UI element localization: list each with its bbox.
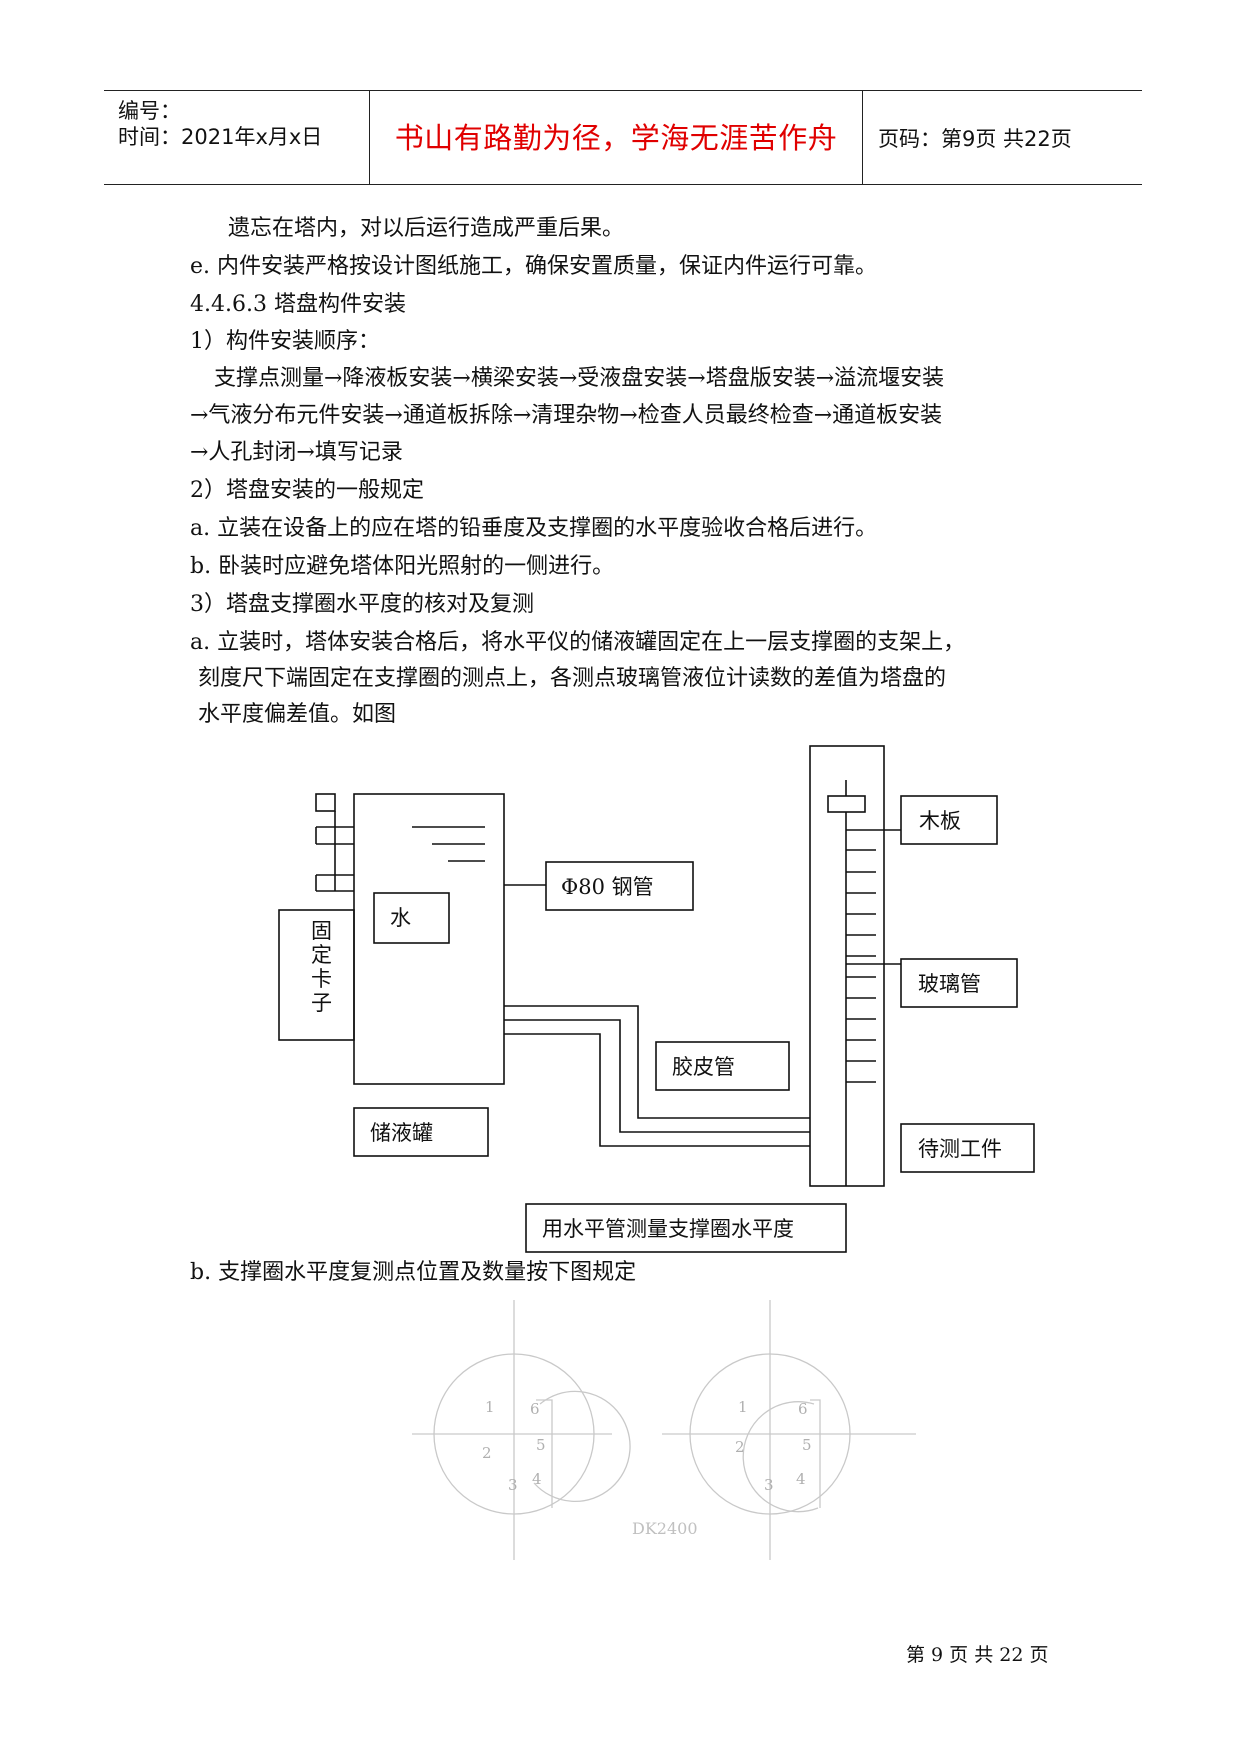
wood-board-box <box>900 795 998 845</box>
body-line-6: →气液分布元件安装→通道板拆除→清理杂物→检查人员最终检查→通道板安装 <box>190 403 943 428</box>
header-left-cell: 编号： 时间：2021年x月x日 <box>104 91 370 184</box>
column-top-block <box>827 795 866 813</box>
right-point-4: 4 <box>796 1470 806 1488</box>
rubber-hose-box <box>655 1041 790 1091</box>
fixing-clamp-box <box>278 909 355 1041</box>
left-ring-inner <box>533 1390 631 1502</box>
water-box <box>373 892 450 944</box>
level-measurement-diagram: Φ80 钢管 水 胶皮管 储液罐 木板 玻璃管 待测工件 用水平管测量支撑圈水平… <box>278 745 1035 1253</box>
body-line-5: 支撑点测量→降液板安装→横梁安装→受液盘安装→塔盘版安装→溢流堰安装 <box>214 366 945 391</box>
page-footer: 第 9 页 共 22 页 <box>906 1644 1049 1666</box>
body-line-12: a. 立装时，塔体安装合格后，将水平仪的储液罐固定在上一层支撑圈的支架上， <box>190 630 966 655</box>
header-right-cell: 页码：第9页 共22页 <box>864 91 1142 184</box>
glass-tube-label: 玻璃管 <box>918 972 981 996</box>
right-ring-outer <box>689 1353 851 1515</box>
measuring-column <box>809 745 885 1187</box>
rubber-hose-label: 胶皮管 <box>672 1055 735 1079</box>
stub-box-top <box>315 793 336 812</box>
header-page-label: 页码：第9页 共22页 <box>878 127 1072 151</box>
workpiece-label: 待测工件 <box>918 1137 1002 1161</box>
document-number-label: 编号： <box>118 99 181 123</box>
tank-label-box <box>353 1107 489 1157</box>
header-motto: 书山有路勤为径，学海无涯苦作舟 <box>394 121 838 155</box>
left-point-3: 3 <box>508 1476 518 1494</box>
right-point-2: 2 <box>735 1438 745 1456</box>
steel-pipe-box <box>545 861 694 911</box>
figure-caption: 用水平管测量支撑圈水平度 <box>542 1217 794 1241</box>
page-header: 编号： 时间：2021年x月x日 书山有路勤为径，学海无涯苦作舟 页码：第9页 … <box>104 90 1142 185</box>
body-line-13: 刻度尺下端固定在支撑圈的测点上，各测点玻璃管液位计读数的差值为塔盘的 <box>198 666 947 691</box>
body-line-15: b. 支撑圈水平度复测点位置及数量按下图规定 <box>190 1260 637 1285</box>
body-line-8: 2）塔盘安装的一般规定 <box>190 478 424 503</box>
left-point-6: 6 <box>530 1400 540 1418</box>
right-ring-inner <box>742 1401 819 1513</box>
header-middle-cell: 书山有路勤为径，学海无涯苦作舟 <box>370 91 863 184</box>
workpiece-box <box>900 1123 1035 1173</box>
right-point-3: 3 <box>764 1476 774 1494</box>
section-heading: 4.4.6.3 塔盘构件安装 <box>190 292 406 317</box>
document-time-label: 时间：2021年x月x日 <box>118 125 323 149</box>
left-point-1: 1 <box>485 1398 495 1416</box>
left-point-4: 4 <box>532 1470 542 1488</box>
ring-size-label: DK2400 <box>632 1519 698 1538</box>
scale-ticks <box>846 829 876 1083</box>
left-point-2: 2 <box>482 1444 492 1462</box>
tank-label: 储液罐 <box>370 1121 433 1145</box>
glass-tube-box <box>900 958 1018 1008</box>
right-point-6: 6 <box>798 1400 808 1418</box>
body-line-11: 3）塔盘支撑圈水平度的核对及复测 <box>190 592 534 617</box>
right-point-1: 1 <box>738 1398 748 1416</box>
support-ring-points-diagram: 1 6 2 5 3 4 1 6 2 5 3 4 DK2400 <box>412 1300 916 1560</box>
fixing-clamp-label: 固定卡子 <box>311 919 332 1015</box>
body-line-4: 1）构件安装顺序： <box>190 329 380 354</box>
tank-body <box>353 793 505 1085</box>
left-ring-outer <box>433 1353 595 1515</box>
right-point-5: 5 <box>802 1436 812 1454</box>
water-label: 水 <box>390 906 411 930</box>
body-line-9: a. 立装在设备上的应在塔的铅垂度及支撑圈的水平度验收合格后进行。 <box>190 516 878 541</box>
body-line-14: 水平度偏差值。如图 <box>198 702 397 727</box>
body-line-1: 遗忘在塔内，对以后运行造成严重后果。 <box>228 216 625 241</box>
body-line-2: e. 内件安装严格按设计图纸施工，确保安置质量，保证内件运行可靠。 <box>190 254 878 279</box>
caption-box <box>525 1203 847 1253</box>
steel-pipe-label: Φ80 钢管 <box>561 875 654 899</box>
wood-board-label: 木板 <box>919 809 961 833</box>
left-point-5: 5 <box>536 1436 546 1454</box>
body-line-10: b. 卧装时应避免塔体阳光照射的一侧进行。 <box>190 554 615 579</box>
body-line-7: →人孔封闭→填写记录 <box>190 440 403 465</box>
